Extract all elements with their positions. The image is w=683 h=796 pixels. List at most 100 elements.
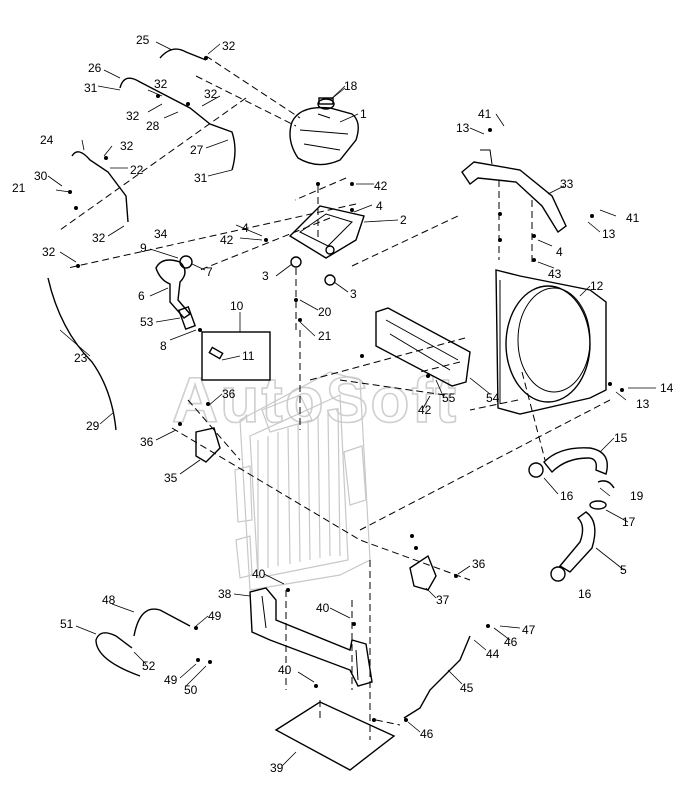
callout-2: 2 [400,213,407,227]
callout-40: 40 [278,663,292,677]
callout-47: 47 [522,623,536,637]
overflow-tubes [47,48,236,431]
callout-45: 45 [460,681,474,695]
sensor-inset-box [201,331,271,381]
callout-21: 21 [318,329,332,343]
callout-31: 31 [194,171,208,185]
callout-53: 53 [140,315,154,329]
hose-51 [95,632,141,677]
callout-40: 40 [252,567,266,581]
callout-42: 42 [418,403,432,417]
callout-11: 11 [242,349,255,363]
callout-48: 48 [102,593,116,607]
callout-27: 27 [190,143,204,157]
callout-32: 32 [92,231,106,245]
callout-12: 12 [590,279,604,293]
callout-21: 21 [12,181,26,195]
callout-20: 20 [318,305,332,319]
callout-26: 26 [88,61,102,75]
callout-7: 7 [206,265,213,279]
callout-19: 19 [630,489,644,503]
callout-10: 10 [230,299,244,313]
callout-33: 33 [560,177,574,191]
callout-29: 29 [86,419,100,433]
callout-49: 49 [164,673,178,687]
callout-36: 36 [140,435,154,449]
hose-48 [133,608,191,637]
callout-44: 44 [486,647,500,661]
lower-right-bracket [409,554,437,591]
callout-28: 28 [146,119,160,133]
callout-6: 6 [138,289,145,303]
callout-32: 32 [126,109,140,123]
leader-lines [47,41,656,767]
fasteners [68,56,624,722]
callout-51: 51 [60,617,74,631]
reservoir-bracket [288,205,365,259]
callout-4: 4 [242,221,249,235]
skid-plate [274,701,396,771]
callout-18: 18 [344,79,358,93]
callout-13: 13 [636,397,650,411]
callout-31: 31 [84,81,98,95]
callout-38: 38 [218,587,232,601]
callout-35: 35 [164,471,178,485]
lower-support-bar [249,587,373,687]
callout-3: 3 [262,269,269,283]
hose-45 [403,635,471,719]
callout-3: 3 [350,287,357,301]
callout-43: 43 [548,267,562,281]
callout-13: 13 [456,121,470,135]
side-seal [375,307,471,387]
callout-49: 49 [208,609,222,623]
callout-14: 14 [660,381,674,395]
callout-25: 25 [136,33,150,47]
callout-13: 13 [602,227,616,241]
washer-left [290,256,302,268]
callout-42: 42 [374,179,388,193]
callout-15: 15 [614,431,628,445]
lower-hose [550,500,607,582]
callout-23: 23 [74,351,88,365]
callout-50: 50 [184,683,198,697]
callout-40: 40 [316,601,330,615]
callout-39: 39 [270,761,284,775]
callout-42: 42 [220,233,234,247]
callout-36: 36 [222,387,236,401]
callout-32: 32 [222,39,236,53]
callout-9: 9 [140,241,147,255]
callout-55: 55 [442,391,456,405]
coolant-reservoir [289,97,359,166]
callout-46: 46 [420,727,434,741]
callout-54: 54 [486,391,500,405]
watermark: AutoSoft [172,364,458,436]
callout-24: 24 [40,133,54,147]
washer-right [324,274,336,286]
callout-8: 8 [160,339,167,353]
callout-41: 41 [626,211,640,225]
fan-shroud [495,269,607,415]
callout-5: 5 [620,563,627,577]
filler-neck [155,255,197,331]
callout-16: 16 [578,587,592,601]
lower-left-bracket [195,427,221,463]
callout-1: 1 [360,107,367,121]
callout-32: 32 [154,77,168,91]
callout-32: 32 [42,245,56,259]
callout-22: 22 [130,163,144,177]
callout-36: 36 [472,557,486,571]
callout-32: 32 [120,139,134,153]
callout-4: 4 [556,245,563,259]
callout-labels: 1 2 3 3 4 4 4 5 6 7 8 9 10 11 12 13 13 1… [12,33,674,775]
callout-46: 46 [504,635,518,649]
callout-41: 41 [478,107,492,121]
callout-34: 34 [154,227,168,241]
callout-16: 16 [560,489,574,503]
callout-52: 52 [142,659,156,673]
callout-4: 4 [376,199,383,213]
callout-30: 30 [34,169,48,183]
callout-17: 17 [622,515,636,529]
shroud-bracket [461,149,567,234]
upper-hose [528,447,615,489]
